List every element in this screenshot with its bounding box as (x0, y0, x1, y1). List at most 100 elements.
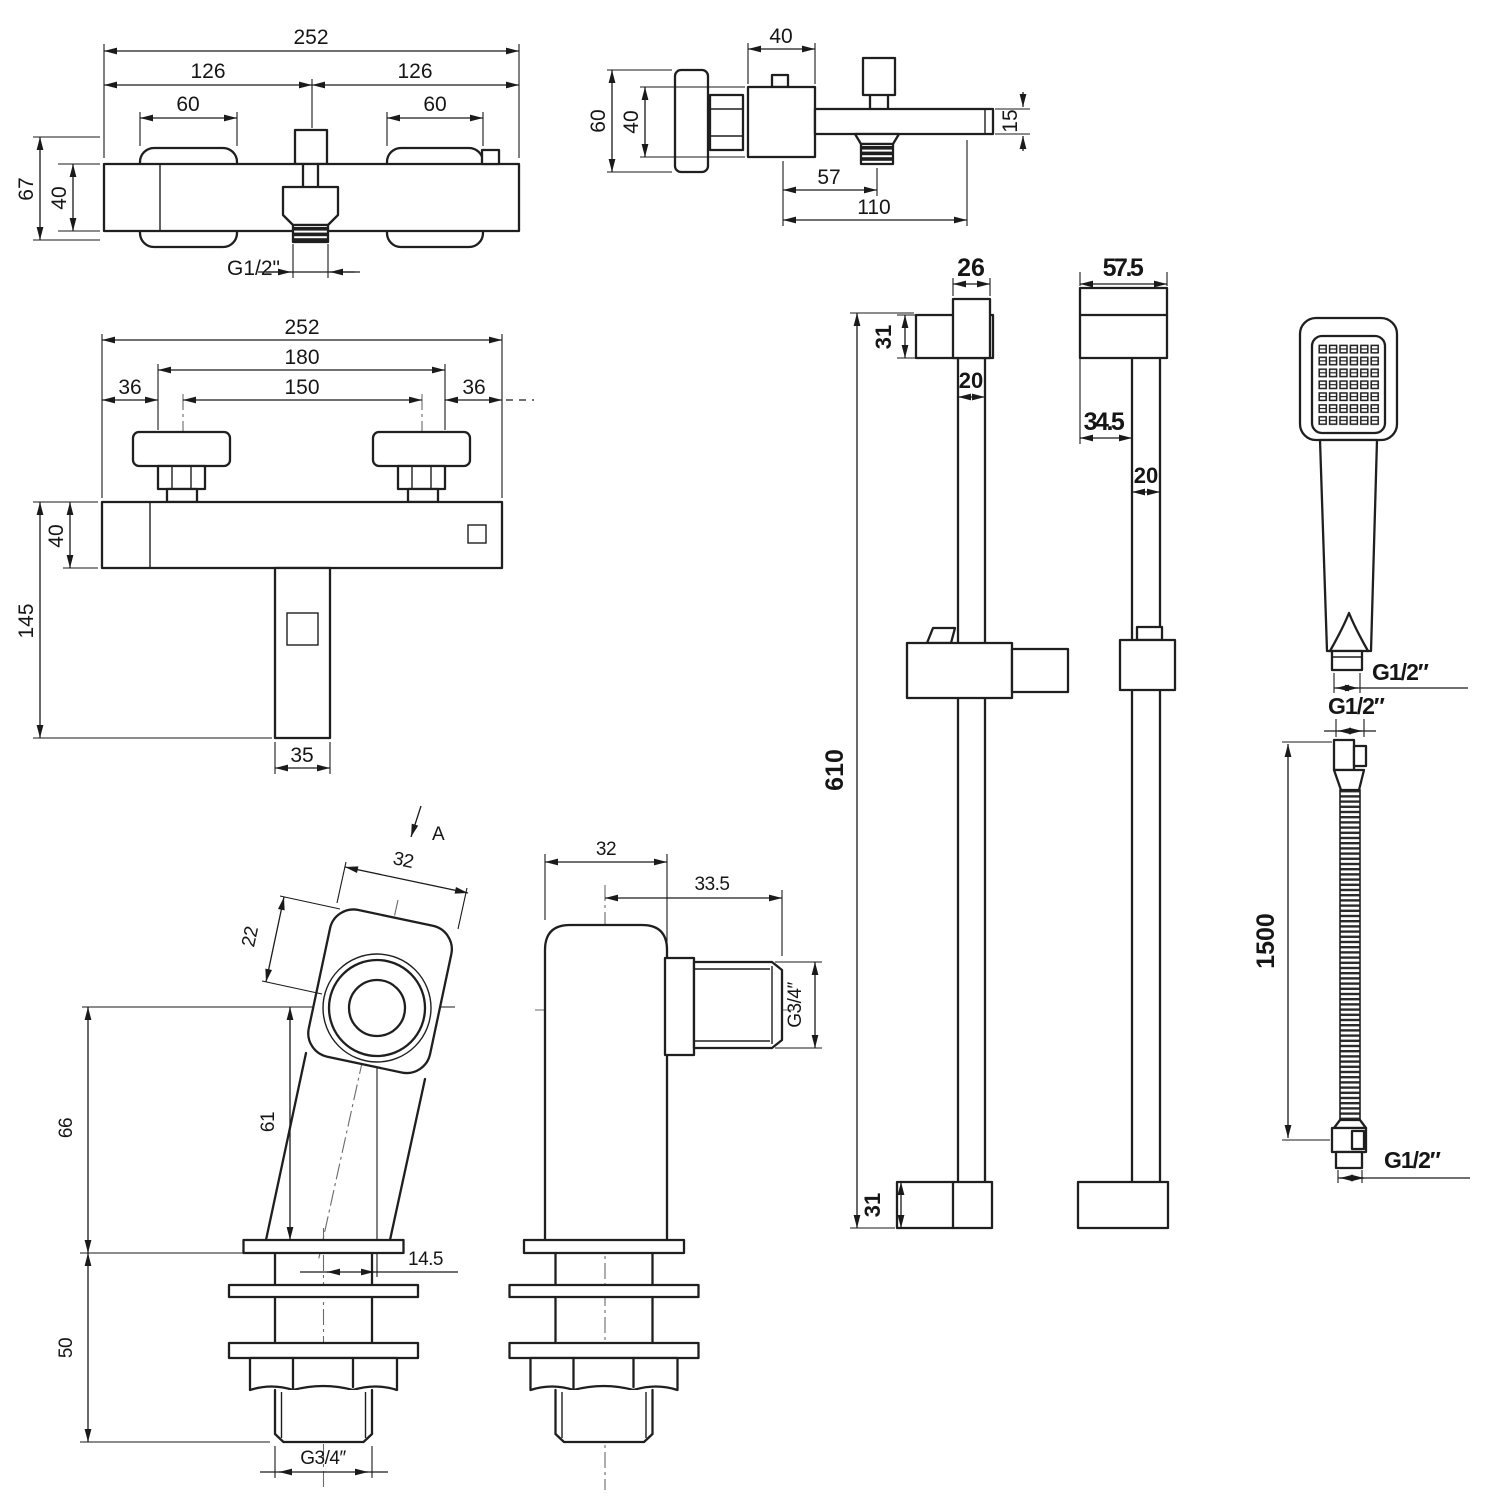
dim-rail-length: 610 (821, 749, 849, 791)
leg-side-column (543, 923, 669, 1242)
nozzle-grid (1318, 344, 1380, 427)
dim-total-width: 252 (293, 26, 328, 49)
dim-handset-thread: G1/2″ (1372, 659, 1429, 685)
wall-nut (708, 93, 745, 152)
rail-side-body (1076, 286, 1177, 1230)
dim-left-offset: 36 (118, 376, 141, 399)
spout-outlet (853, 132, 901, 166)
dim-hose-top-thread: G1/2″ (1328, 693, 1385, 719)
dim-right-span: 126 (397, 60, 432, 83)
right-union (371, 430, 472, 468)
dim-body-height-side: 40 (620, 110, 643, 133)
dim-rail-offset: 34.5 (1084, 408, 1125, 436)
diverter-button (480, 148, 501, 166)
holder-clamp-knob (1010, 647, 1070, 694)
rail-front-dimensions: 26 31 20 610 31 (821, 254, 991, 1229)
rail-front-body (895, 297, 1070, 1230)
dim-valve-total-width: 252 (284, 316, 319, 339)
diverter-knob (293, 128, 329, 166)
spout-side (813, 107, 995, 136)
view-direction-label: A (432, 824, 445, 845)
dim-spout-width: 35 (290, 744, 313, 767)
leg-side-dimensions: 32 33.5 G3/4″ (544, 839, 822, 1049)
holder-release-tab (925, 626, 957, 645)
bottom-wall-bracket (895, 1180, 994, 1230)
mixer-side-body (673, 56, 995, 174)
dim-valve-body-height: 40 (45, 524, 68, 547)
left-union-nut (156, 464, 207, 491)
view-slider-rail-front: 26 31 20 610 31 (821, 254, 1070, 1230)
valve-front-dimensions: 252 180 150 36 36 40 145 35 (15, 316, 534, 774)
view-bath-mixer-side: 40 60 40 15 57 110 (587, 25, 1030, 226)
wall-flange (673, 68, 710, 174)
temp-knob-side (770, 73, 790, 89)
hose-dim-top: G1/2″ (1324, 693, 1386, 737)
dim-right-handle: 60 (423, 93, 446, 116)
handset-body (1298, 316, 1399, 672)
dim-port-thread: G3/4″ (785, 982, 806, 1028)
handset-handle (1318, 438, 1379, 653)
port-outer-circle (327, 958, 427, 1058)
dim-rail-depth-side: 20 (1134, 463, 1158, 488)
mixer-side-dimensions: 40 60 40 15 57 110 (587, 25, 1030, 226)
hose-top-fitting (1332, 738, 1356, 772)
dim-body-width: 40 (769, 25, 792, 48)
dim-body-height: 61 (258, 1112, 279, 1132)
hose-top-nut-section (1352, 744, 1368, 768)
handset-holder (905, 641, 1014, 700)
view-slider-rail-side: 57.5 34.5 20 (1076, 254, 1177, 1230)
leg-front-dimensions: A 32 22 66 61 50 14.5 G3/ (56, 805, 469, 1478)
valve-body-front (100, 500, 504, 570)
dim-bottom-bracket-height: 31 (860, 1193, 885, 1217)
handset-dimensions: G1/2″ (1333, 659, 1468, 693)
dim-outlet-offset: 57 (817, 166, 840, 189)
right-union-nut (396, 464, 447, 491)
dim-inlet-centres: 150 (284, 376, 319, 399)
dim-bracket-depth: 57.5 (1103, 254, 1144, 282)
handset-nipple (1330, 649, 1364, 672)
dim-leg-side-width: 32 (596, 839, 616, 860)
rail-top-cap (951, 297, 992, 360)
spout-window (286, 612, 319, 646)
dim-top-bracket-height: 31 (871, 325, 896, 349)
view-hose: G1/2″ 1500 G1/2″ (1252, 693, 1470, 1183)
dim-rail-width: 20 (959, 368, 983, 393)
bottom-bracket-side (1076, 1180, 1170, 1230)
dim-hose-bottom-thread: G1/2″ (1384, 1147, 1441, 1173)
right-union-tail (406, 487, 440, 504)
dim-leg-thread: G3/4″ (300, 1448, 346, 1469)
dim-spout-thickness: 15 (999, 109, 1022, 132)
dim-body-height: 40 (48, 186, 71, 209)
leg-front-body (227, 908, 453, 1444)
view-deck-leg-front: A 32 22 66 61 50 14.5 G3/ (56, 805, 469, 1488)
hose-dimensions: 1500 G1/2″ (1252, 741, 1470, 1183)
dim-centre-height: 66 (56, 1118, 77, 1138)
dim-union-span: 180 (284, 346, 319, 369)
view-handset: G1/2″ (1298, 316, 1468, 693)
bottom-outlet (281, 162, 340, 244)
dim-overall-height: 67 (15, 177, 38, 200)
dim-port-reach: 33.5 (695, 874, 730, 895)
side-bracket (1078, 286, 1169, 360)
dim-spout-reach: 110 (857, 196, 890, 219)
port-chamfer-ring (322, 953, 432, 1063)
diverter-button-front (467, 524, 487, 544)
valve-body-side (746, 85, 817, 159)
leg-side-body (508, 923, 784, 1444)
drop-spout (273, 566, 332, 740)
dim-valve-overall-height: 145 (15, 603, 38, 638)
dim-left-handle: 60 (176, 93, 199, 116)
hose-bottom-end (1334, 1150, 1364, 1170)
handset-holder-side (1118, 638, 1177, 692)
mixer-front-dimensions: 252 126 126 60 60 67 40 G1/2" (15, 26, 520, 280)
view-deck-leg-side: 32 33.5 G3/4″ (508, 839, 822, 1490)
view-bath-mixer-front: 252 126 126 60 60 67 40 G1/2" (15, 26, 521, 280)
hose-flex-tube (1339, 789, 1361, 1121)
dim-flange-height: 60 (587, 109, 610, 132)
side-port-base (663, 956, 696, 1057)
holder-tab-side (1135, 625, 1164, 642)
dim-face-width: 32 (391, 848, 415, 873)
dim-hose-length: 1500 (1252, 913, 1280, 969)
rail-side-dimensions: 57.5 34.5 20 (1079, 254, 1168, 496)
